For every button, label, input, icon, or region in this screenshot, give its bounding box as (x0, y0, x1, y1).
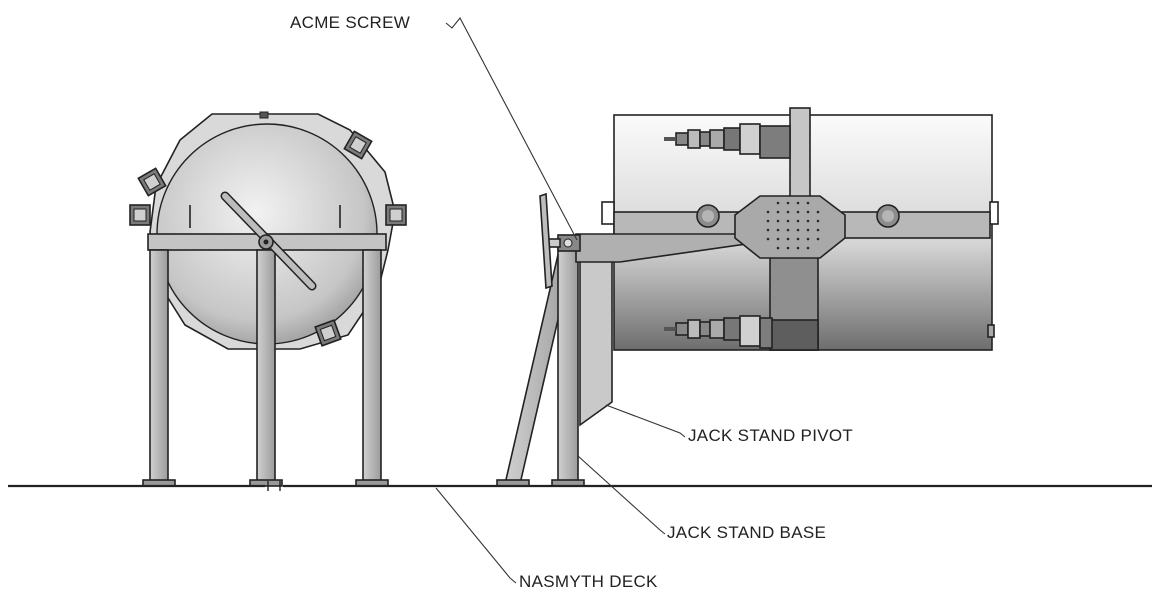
bolt-dot (786, 246, 790, 250)
bolt-dot (776, 237, 780, 241)
bolt-dot (806, 201, 810, 205)
end-view-leg-center (256, 249, 276, 483)
nasmyth-deck-line (8, 481, 1152, 491)
label-jack-stand-pivot-text: JACK STAND PIVOT (688, 426, 853, 445)
support-arm (575, 233, 761, 263)
bolt-dot (766, 210, 770, 214)
bolt-dot (816, 228, 820, 232)
bolt-dot (766, 237, 770, 241)
bolt-dot (806, 210, 810, 214)
connector-icon (385, 204, 407, 226)
bolt-dot (766, 228, 770, 232)
bolt-dot (776, 201, 780, 205)
mount-plate-bolts (766, 201, 820, 250)
connector-icon (343, 130, 373, 160)
jack-stand-post (557, 245, 579, 483)
bolt-dot (786, 219, 790, 223)
end-view-leg-left (149, 249, 169, 483)
bolt-dot (806, 228, 810, 232)
cable-connector-bottom (664, 315, 773, 349)
bolt-dot (816, 237, 820, 241)
bolt-dot (786, 201, 790, 205)
bolt-dot (776, 228, 780, 232)
bolt-dot (786, 237, 790, 241)
connector-icon (129, 204, 151, 226)
bolt-dot (796, 246, 800, 250)
bolt-dot (796, 237, 800, 241)
acme-handwheel (539, 192, 553, 290)
cable-connector-top (664, 123, 791, 159)
bolt-dot (796, 228, 800, 232)
mount-plate (734, 195, 846, 259)
label-acme-screw-text: ACME SCREW (290, 13, 410, 32)
end-view-foot (249, 479, 283, 487)
bolt-dot (766, 219, 770, 223)
bolt-dot (816, 210, 820, 214)
bolt-dot (786, 210, 790, 214)
bolt-dot (806, 237, 810, 241)
bolt-dot (786, 228, 790, 232)
bolt-dot (796, 201, 800, 205)
label-nasmyth-deck: NASMYTH DECK (435, 487, 658, 591)
connector-icon (137, 167, 167, 197)
end-view-assembly (129, 111, 407, 487)
label-jack-stand-base: JACK STAND BASE (577, 455, 826, 542)
label-acme-screw: ACME SCREW (290, 13, 578, 241)
bolt-dot (796, 219, 800, 223)
label-jack-stand-pivot: JACK STAND PIVOT (605, 404, 853, 445)
bolt-dot (796, 210, 800, 214)
bolt-dot (806, 219, 810, 223)
bolt-dot (806, 246, 810, 250)
bolt-dot (776, 246, 780, 250)
jack-stand-pivot-plate (579, 245, 613, 427)
end-view-leg-right (362, 249, 382, 483)
label-nasmyth-deck-text: NASMYTH DECK (519, 572, 658, 591)
bolt-dot (816, 219, 820, 223)
side-view-assembly (496, 107, 999, 487)
bolt-dot (776, 210, 780, 214)
connector-icon (314, 319, 342, 347)
label-jack-stand-base-text: JACK STAND BASE (667, 523, 826, 542)
bolt-dot (776, 219, 780, 223)
